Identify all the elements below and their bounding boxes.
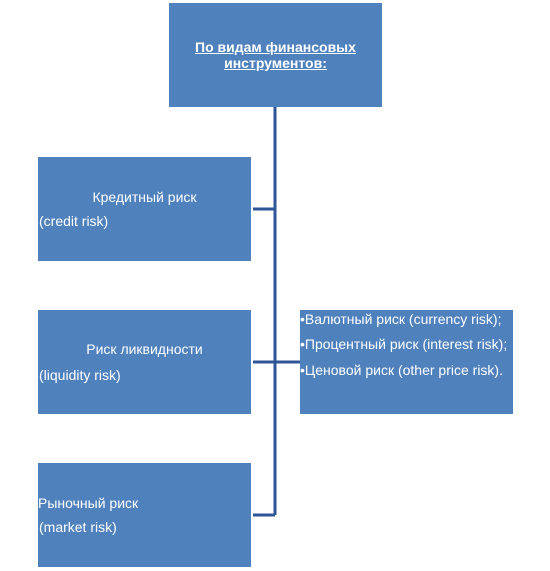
detail-price-risk: •Ценовой риск (other price risk).	[300, 362, 503, 378]
root-title-line2: инструментов:	[224, 55, 327, 71]
node-credit-risk-title: Кредитный риск	[92, 189, 197, 205]
node-liquidity-risk-title: Риск ликвидности	[86, 341, 203, 357]
node-market-risk-subtitle: (market risk)	[39, 519, 117, 535]
node-credit-risk: Кредитный риск (credit risk)	[38, 157, 251, 261]
node-liquidity-risk-subtitle: (liquidity risk)	[39, 367, 121, 383]
root-node-financial-instruments: По видам финансовых инструментов:	[169, 3, 382, 107]
detail-currency-risk: •Валютный риск (currency risk);	[300, 311, 502, 327]
node-liquidity-risk: Риск ликвидности (liquidity risk)	[38, 310, 251, 414]
root-title-line1: По видам финансовых	[195, 39, 356, 55]
node-credit-risk-subtitle: (credit risk)	[39, 213, 109, 229]
node-market-risk: Рыночный риск (market risk)	[38, 463, 251, 567]
node-market-risk-details: •Валютный риск (currency risk); •Процент…	[300, 310, 513, 414]
detail-interest-risk: •Процентный риск (interest risk);	[300, 336, 508, 352]
node-market-risk-title: Рыночный риск	[38, 495, 139, 511]
